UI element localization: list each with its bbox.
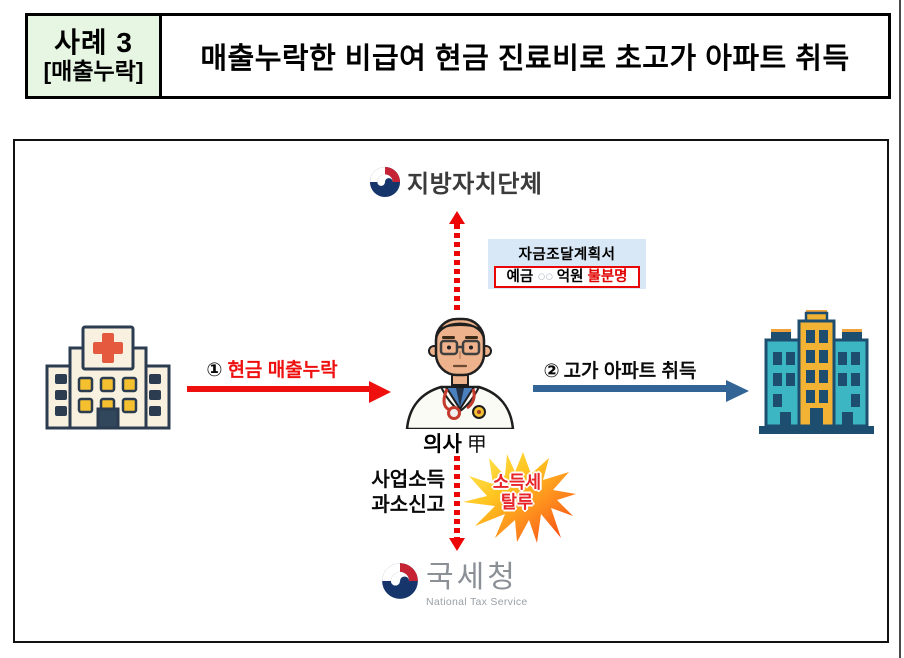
tax-evasion-burst: 소득세 탈루 bbox=[461, 450, 577, 544]
flow2-arrow-head-icon bbox=[726, 380, 749, 402]
flow1-text: 현금 매출누락 bbox=[227, 360, 338, 381]
flow2-text: 고가 아파트 취득 bbox=[563, 361, 697, 382]
dotted-arrow-up-head-icon bbox=[449, 211, 465, 224]
doctor-name: 의사 bbox=[423, 433, 462, 456]
nts-subtitle: National Tax Service bbox=[426, 595, 528, 608]
page-right-border bbox=[899, 0, 901, 658]
case-number: 사례 3 bbox=[54, 27, 133, 59]
page-title: 매출누락한 비급여 현금 진료비로 초고가 아파트 취득 bbox=[200, 43, 850, 75]
underreport-line1: 사업소득 bbox=[371, 469, 445, 491]
deposit-unit: 억원 bbox=[556, 269, 584, 285]
flow1-arrow-head-icon bbox=[369, 381, 391, 403]
flow2-number: ② bbox=[543, 361, 560, 382]
local-government-entity: 지방자치단체 bbox=[369, 164, 542, 199]
evasion-line1: 소득세 bbox=[492, 472, 542, 493]
tax-evasion-text: 소득세 탈루 bbox=[459, 446, 575, 540]
nts-text-block: 국세청 National Tax Service bbox=[426, 562, 528, 608]
header-bar: 사례 3 [매출누락] 매출누락한 비급여 현금 진료비로 초고가 아파트 취득 bbox=[25, 13, 891, 99]
dotted-arrow-up-line bbox=[454, 224, 460, 310]
flow2-arrow-line bbox=[533, 385, 726, 392]
funding-plan-box: 자금조달계획서 예금 ○○ 억원 불분명 bbox=[488, 239, 646, 289]
case-label-box: 사례 3 [매출누락] bbox=[28, 16, 162, 96]
diagram-panel: 지방자치단체 자금조달계획서 예금 ○○ 억원 불분명 bbox=[13, 139, 889, 643]
doctor-suffix: 甲 bbox=[466, 434, 487, 456]
local-government-label: 지방자치단체 bbox=[407, 171, 543, 198]
hospital-building-icon bbox=[45, 325, 171, 430]
underreport-note: 사업소득 과소신고 bbox=[315, 468, 445, 518]
apartment-buildings-icon bbox=[759, 310, 874, 434]
flow1-number: ① bbox=[206, 360, 223, 381]
dotted-arrow-down-line bbox=[454, 456, 460, 538]
doctor-person-icon bbox=[405, 317, 515, 429]
dotted-arrow-down-head-icon bbox=[449, 538, 465, 551]
evasion-line2: 탈루 bbox=[500, 492, 534, 512]
deposit-status-unclear: 불분명 bbox=[587, 269, 628, 285]
flow1-arrow-line bbox=[187, 386, 369, 392]
nts-entity: 국세청 National Tax Service bbox=[381, 562, 528, 608]
deposit-amount-blank: ○○ bbox=[537, 269, 554, 285]
underreport-line2: 과소신고 bbox=[371, 494, 445, 516]
korea-government-emblem-icon bbox=[381, 562, 419, 600]
case-tag: [매출누락] bbox=[43, 57, 144, 84]
starburst-icon bbox=[463, 452, 576, 543]
korea-government-emblem-icon bbox=[369, 166, 401, 198]
deposit-prefix: 예금 bbox=[506, 269, 534, 285]
funding-plan-title: 자금조달계획서 bbox=[518, 247, 616, 263]
nts-name: 국세청 bbox=[426, 561, 518, 594]
funding-plan-deposit-line: 예금 ○○ 억원 불분명 bbox=[494, 266, 640, 288]
